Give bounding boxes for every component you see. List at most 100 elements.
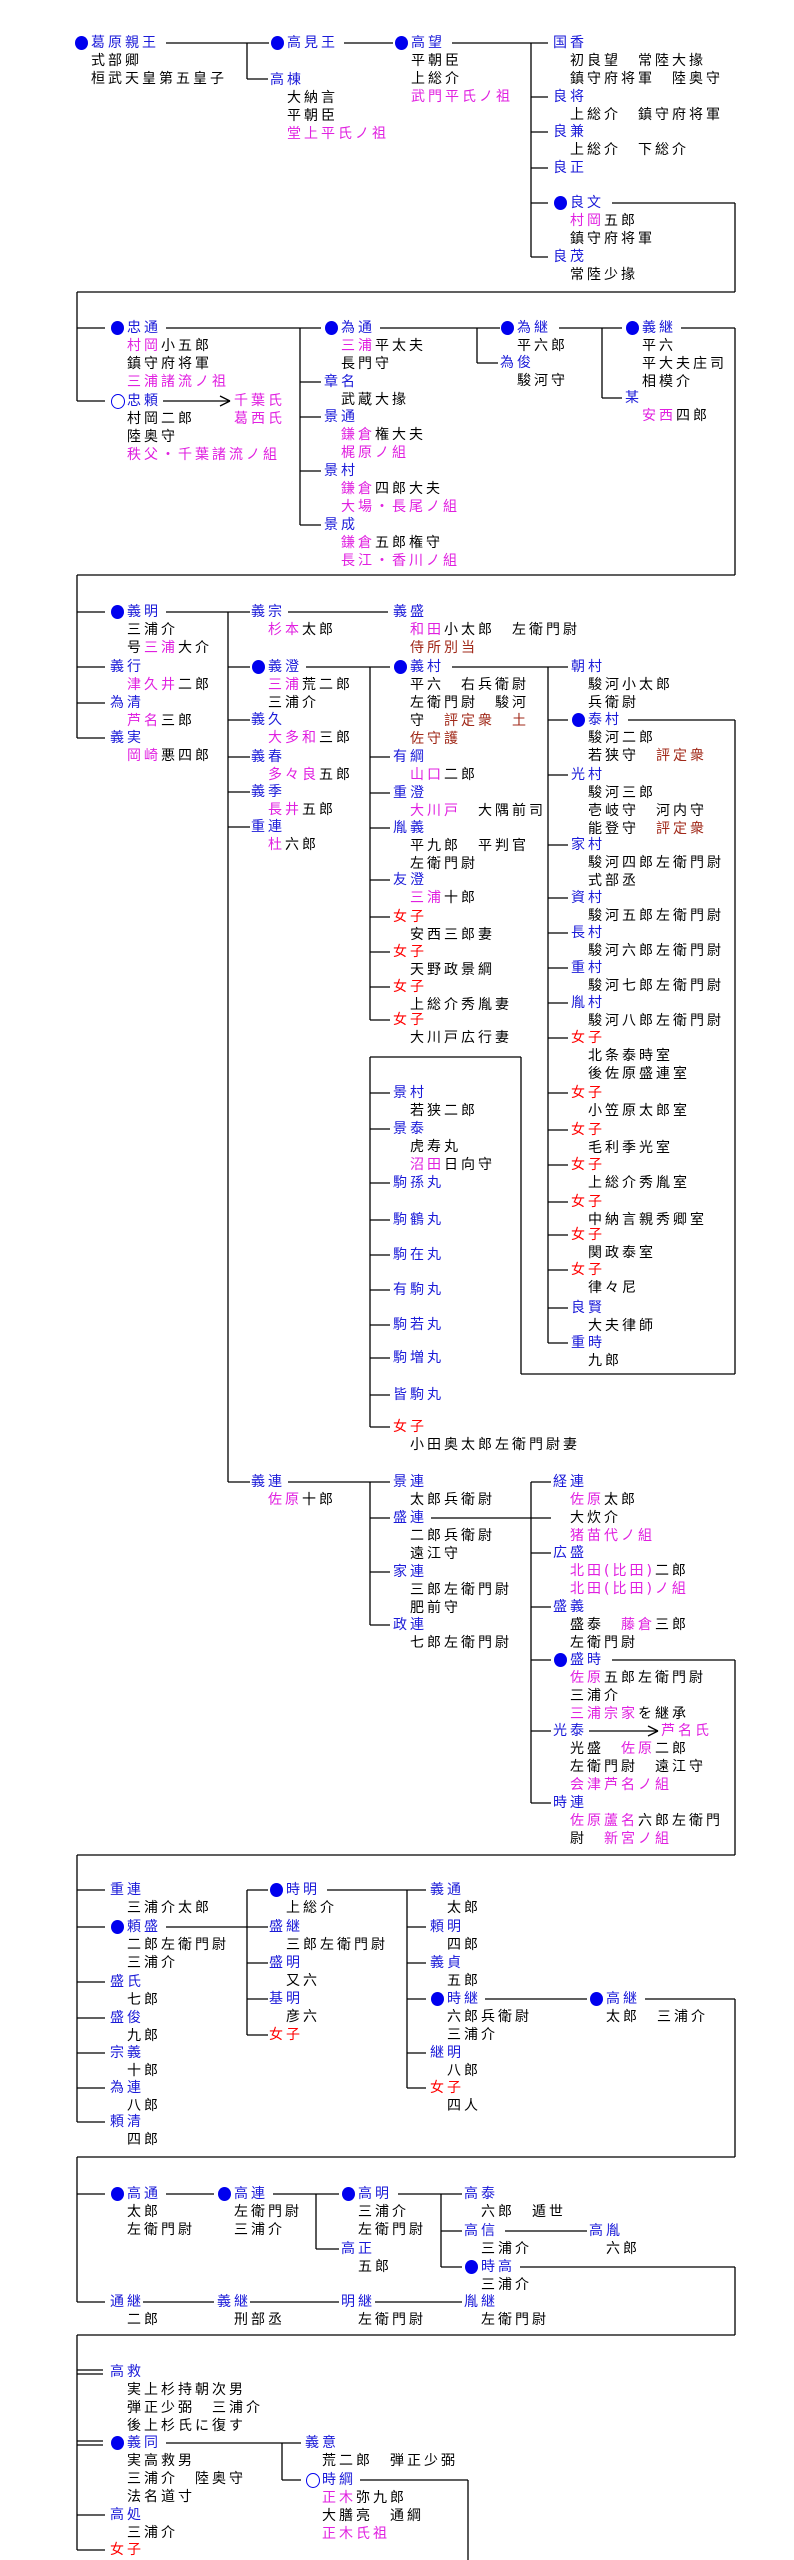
person-name-row: 義宗	[251, 603, 336, 621]
detail-segment: 光盛	[570, 1741, 621, 1757]
detail-segment: 五郎	[604, 213, 638, 229]
person-name: 継明	[430, 2045, 464, 2061]
person-name: 為継	[517, 320, 551, 336]
person-detail: 実上杉持朝次男	[127, 2382, 246, 2398]
person-detail: 虎寿丸	[410, 1139, 461, 1155]
person-name-row: 継明	[430, 2044, 481, 2062]
person-name: 重連	[251, 819, 285, 835]
person-node: 重連杜六郎	[251, 818, 319, 854]
person-detail: 上総介	[411, 71, 462, 87]
detail-segment: 三浦宗家	[570, 1706, 638, 1722]
person-name-row: 経連	[553, 1473, 655, 1491]
detail-segment: 三郎	[161, 713, 195, 729]
person-detail: 七郎左衛門尉	[410, 1635, 512, 1651]
detail-segment: 佐原蘆名	[570, 1813, 638, 1829]
person-name-row: 資村	[571, 889, 724, 907]
person-name: 義継	[217, 2294, 251, 2310]
person-detail: 後上杉氏に復す	[127, 2418, 246, 2434]
person-detail: 駿河三郎	[588, 785, 656, 801]
detail-segment: 弥九郎	[356, 2490, 407, 2506]
person-detail: 左衛門尉	[127, 2222, 195, 2238]
person-detail: 駿河八郎左衛門尉	[588, 1013, 724, 1029]
person-detail: 上総介秀胤室	[588, 1175, 690, 1191]
person-node: 泰村駿河二郎若狭守 評定衆	[571, 711, 707, 765]
detail-segment: 和田	[410, 622, 444, 638]
person-node: 家村駿河四郎左衛門尉式部丞	[571, 836, 724, 890]
detail-segment: 佐原	[570, 1492, 604, 1508]
person-name-row: 女子	[110, 2541, 144, 2559]
person-detail: 堂上平氏ノ祖	[270, 125, 389, 143]
person-detail: 陸奥守	[127, 429, 178, 445]
person-detail: 平六郎	[517, 338, 568, 354]
person-detail: 三浦諸流ノ祖	[110, 373, 229, 391]
detail-segment: 新宮ノ組	[604, 1831, 672, 1847]
person-name-row: 時高	[464, 2258, 532, 2276]
person-detail: 左衛門尉 駿河	[410, 695, 529, 711]
person-detail: 上総介	[286, 1900, 337, 1916]
person-name: 資村	[571, 890, 605, 906]
person-name: 光泰	[553, 1723, 587, 1739]
person-name-row: 義同	[110, 2434, 246, 2452]
person-name: 義連	[251, 1474, 285, 1490]
person-detail: 会津芦名ノ組	[553, 1776, 706, 1794]
detail-segment: 堂上平氏ノ祖	[287, 126, 389, 142]
person-detail: 三浦介太郎	[127, 1900, 212, 1916]
person-detail: 大川戸広行妻	[410, 1030, 512, 1046]
person-name: 良正	[553, 160, 587, 176]
person-detail: 大炊介	[570, 1510, 621, 1526]
person-name-row: 胤継	[464, 2293, 549, 2311]
person-name-row: 高見王	[270, 34, 338, 52]
person-name: 胤村	[571, 995, 605, 1011]
person-name-row: 頼盛	[110, 1918, 229, 1936]
person-name: 高正	[341, 2241, 375, 2257]
person-node: 義継平六平大夫庄司相模介	[625, 319, 727, 391]
person-node: 高胤六郎	[589, 2222, 640, 2258]
person-name-row: 盛氏	[110, 1973, 161, 1991]
person-detail: 左衛門尉	[410, 856, 478, 872]
person-name: 高胤	[589, 2223, 623, 2239]
person-name-row: 光村	[571, 766, 707, 784]
person-name-row: 義春	[251, 748, 353, 766]
person-name-row: 高泰	[464, 2185, 566, 2203]
person-node: 駒鶴丸	[393, 1211, 444, 1229]
detail-segment: 秩父・千葉諸流ノ組	[127, 447, 280, 463]
person-name-row: 女子	[393, 1011, 512, 1029]
detail-segment: 岡崎	[127, 748, 161, 764]
person-detail: 律々尼	[588, 1280, 639, 1296]
person-detail: 太郎兵衛尉	[410, 1492, 495, 1508]
person-detail: 四郎	[447, 1937, 481, 1953]
person-detail: 六郎	[606, 2241, 640, 2257]
person-detail: 又六	[286, 1973, 320, 1989]
person-detail: 三浦十郎	[393, 889, 478, 907]
person-detail: 左衛門尉	[570, 1635, 638, 1651]
person-name-row: 駒孫丸	[393, 1174, 444, 1192]
person-name: 某	[625, 390, 642, 406]
person-detail: 北田(比田)ノ組	[553, 1580, 689, 1598]
person-detail: 三浦荒二郎	[251, 676, 353, 694]
detail-segment: 六郎左衛門	[638, 1813, 723, 1829]
person-name-row: 義継	[217, 2293, 285, 2311]
person-name-row: 高棟	[270, 71, 389, 89]
person-detail: 駿河二郎	[588, 730, 656, 746]
person-detail: 三浦介	[127, 2525, 178, 2541]
person-detail: 三郎左衛門尉	[410, 1582, 512, 1598]
person-name: 時高	[481, 2259, 515, 2275]
person-name-row: 明継	[341, 2293, 426, 2311]
person-name: 女子	[571, 1157, 605, 1173]
person-detail: 三浦介	[447, 2027, 498, 2043]
person-name-row: 女子	[571, 1121, 673, 1139]
person-name: 泰村	[588, 712, 622, 728]
person-node: 資村駿河五郎左衛門尉	[571, 889, 724, 925]
person-detail: 三浦介	[481, 2241, 532, 2257]
person-detail: 六郎兵衛尉	[447, 2009, 532, 2025]
detail-segment: 四郎大夫	[375, 481, 443, 497]
person-detail: 平六 右兵衛尉	[410, 677, 529, 693]
person-detail: 壱岐守 河内守	[588, 803, 707, 819]
person-node: 胤村駿河八郎左衛門尉	[571, 994, 724, 1030]
person-node: 女子大川戸広行妻	[393, 1011, 512, 1047]
filled-circle-icon	[341, 2185, 358, 2203]
person-node: 女子天野政景綱	[393, 943, 495, 979]
person-detail: 駿河小太郎	[588, 677, 673, 693]
detail-segment: 会津芦名ノ組	[570, 1777, 672, 1793]
person-name: 景村	[324, 463, 358, 479]
